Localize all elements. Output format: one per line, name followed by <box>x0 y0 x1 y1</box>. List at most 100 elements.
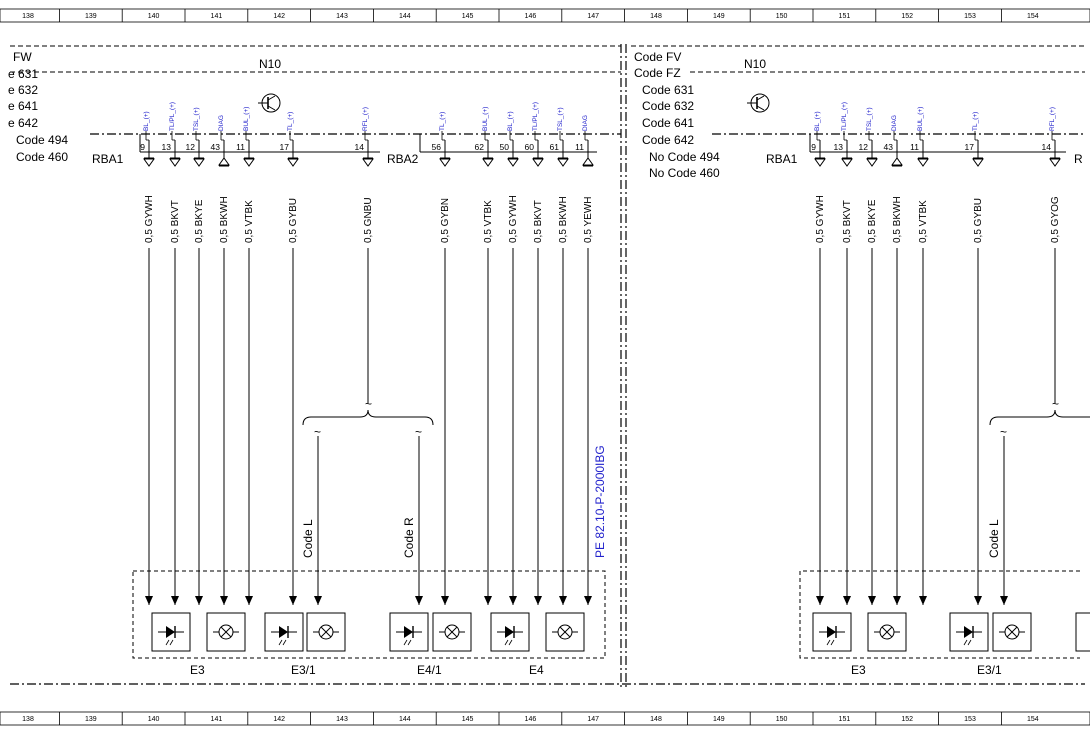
ruler-label: 142 <box>273 13 285 20</box>
signal-label: TSL_(+) <box>193 107 200 131</box>
arrow-icon <box>245 596 253 605</box>
terminal-icon <box>193 157 205 167</box>
pin-number: 11 <box>910 142 919 152</box>
ruler-label: 144 <box>399 716 411 723</box>
ruler-label: 146 <box>525 13 537 20</box>
led-icon <box>949 612 989 652</box>
pin-number: 11 <box>236 142 245 152</box>
ruler-label: 144 <box>399 13 411 20</box>
led-icon <box>389 612 429 652</box>
ruler-label: 148 <box>650 716 662 723</box>
pin-number: 13 <box>162 142 172 152</box>
ruler-label: 154 <box>1027 716 1039 723</box>
pin-column: TSL_(+)120,5 BKYE <box>859 107 878 605</box>
signal-label: BUL_(+) <box>482 107 489 131</box>
wire-label: 0,5 VTBK <box>244 200 255 243</box>
wire-label: 0,5 BKVT <box>533 200 544 243</box>
pin-number: 9 <box>140 142 145 152</box>
code-label: Code 632 <box>642 99 694 113</box>
terminal-icon <box>866 157 878 167</box>
pin-column: BL_(+)500,5 GYWH <box>500 111 519 605</box>
arrow-icon <box>220 596 228 605</box>
ruler-label: 147 <box>587 716 599 723</box>
arrow-icon <box>919 596 927 605</box>
wire-label: 0,5 GYBN <box>440 198 451 243</box>
ruler-label: 145 <box>462 13 474 20</box>
wire-label: 0,5 BKVT <box>170 200 181 243</box>
wire-label: 0,5 GYBU <box>973 198 984 243</box>
terminal-icon <box>482 157 494 167</box>
code-label: e 641 <box>8 99 38 113</box>
signal-label: BUL_(+) <box>917 107 924 131</box>
wire-label: 0,5 BKYE <box>867 199 878 243</box>
svg-text:~: ~ <box>365 397 372 411</box>
pin-column: TL_(+)170,5 GYBU <box>280 112 299 605</box>
arrow-icon <box>171 596 179 605</box>
pin-column: RFL_(+)140,5 GNBU <box>355 107 374 265</box>
signal-label: DIAG <box>218 115 225 131</box>
code-label: Code 641 <box>642 116 694 130</box>
pin-number: 13 <box>834 142 844 152</box>
terminal-icon <box>1049 157 1061 167</box>
code-l-label: Code L <box>301 519 315 558</box>
component-label: E4 <box>529 663 544 677</box>
signal-label: BUL_(+) <box>243 107 250 131</box>
pin-column: TL_(+)170,5 GYBU <box>965 112 984 605</box>
code-label: No Code 494 <box>649 150 720 164</box>
signal-label: TL/PL_(+) <box>532 102 539 131</box>
ruler-label: 143 <box>336 13 348 20</box>
terminal-icon <box>243 157 255 167</box>
ruler-label: 149 <box>713 13 725 20</box>
signal-label: RFL_(+) <box>362 107 369 131</box>
ruler-label: 154 <box>1027 13 1039 20</box>
arrow-icon <box>534 596 542 605</box>
wire-label: 0,5 GYWH <box>144 195 155 243</box>
wire-label: 0,5 GYWH <box>508 195 519 243</box>
pin-column: BUL_(+)620,5 VTBK <box>475 107 494 605</box>
code-label: Code FZ <box>634 66 681 80</box>
pin-number: 56 <box>432 142 442 152</box>
pin-column: BL_(+)90,5 GYWH <box>140 111 155 605</box>
pin-number: 11 <box>575 142 584 152</box>
code-label: No Code 460 <box>649 166 720 180</box>
ruler-label: 142 <box>273 716 285 723</box>
ruler-label: 152 <box>901 13 913 20</box>
terminal-icon <box>891 157 903 167</box>
lamp-icon <box>206 612 246 652</box>
terminal-icon <box>287 157 299 167</box>
svg-text:~: ~ <box>1052 397 1059 411</box>
wire-label: 0,5 BKWH <box>892 196 903 243</box>
arrow-icon <box>559 596 567 605</box>
signal-label: TL_(+) <box>287 112 294 131</box>
led-icon <box>812 612 852 652</box>
arrow-icon <box>974 596 982 605</box>
arrow-icon <box>816 596 824 605</box>
terminal-icon <box>169 157 181 167</box>
ruler-label: 140 <box>148 716 160 723</box>
wire-label: 0,5 YEWH <box>583 197 594 244</box>
left-section: FW e 631 e 632 e 641 e 642 Code 494 Code… <box>8 45 621 677</box>
led-icon <box>490 612 530 652</box>
connector-rba2: RBA2 <box>387 152 419 166</box>
terminal-icon <box>439 157 451 167</box>
pin-column: BUL_(+) 11 0,5 VTBK <box>236 107 255 605</box>
pin-number: 43 <box>211 142 221 152</box>
code-label: e 632 <box>8 83 38 97</box>
wire-label: 0,5 GYBU <box>288 198 299 243</box>
component-label: E3 <box>851 663 866 677</box>
reference-label: PE 82.10-P-2000IBG <box>593 445 607 558</box>
arrow-icon <box>484 596 492 605</box>
code-l-label: Code L <box>987 519 1001 558</box>
code-label: Code 642 <box>642 133 694 147</box>
pin-number: 12 <box>186 142 196 152</box>
header-fw: FW <box>13 50 32 64</box>
wire-label: 0,5 VTBK <box>483 200 494 243</box>
wire-label: 0,5 BKVT <box>842 200 853 243</box>
right-section: Code FV Code FZ Code 631 Code 632 Code 6… <box>631 45 1090 677</box>
code-label: Code 494 <box>16 133 68 147</box>
pin-number: 14 <box>355 142 365 152</box>
